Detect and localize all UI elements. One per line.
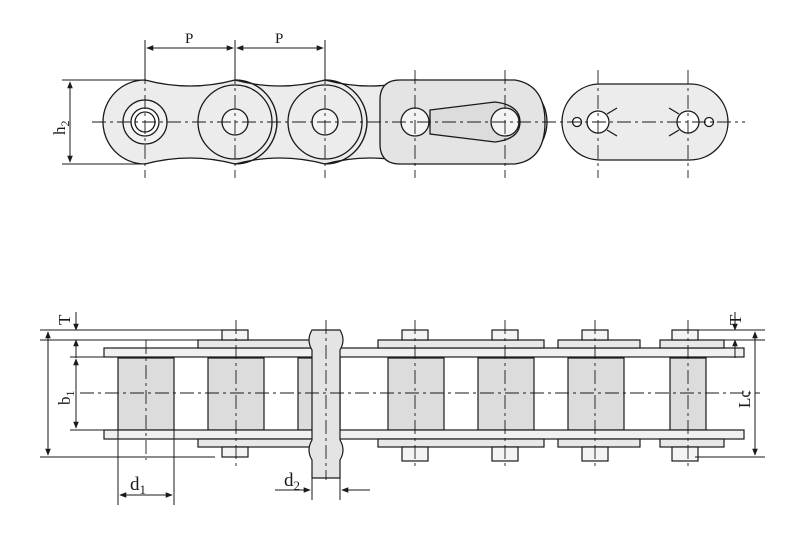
- inner-plate-top: [103, 347, 745, 358]
- pitch-label-2: P: [275, 31, 283, 47]
- pin-diameter-label: d2: [284, 470, 300, 493]
- top-view: [102, 79, 729, 165]
- roller-6: [567, 357, 625, 431]
- pin-head-1-top: [221, 329, 249, 341]
- outer-plate-2-bot: [377, 438, 545, 448]
- roller-4: [387, 357, 445, 431]
- bottom-view: [103, 329, 745, 479]
- outer-plate-3-bot: [557, 438, 641, 448]
- pitch-label-1: P: [185, 31, 193, 47]
- top-dimensions: [62, 40, 326, 165]
- roller-diameter-label: d1: [130, 474, 146, 497]
- top-centerlines: [92, 70, 745, 178]
- inner-plate-bottom: [103, 429, 745, 440]
- pin-head-1-bot: [221, 446, 249, 458]
- roller-2: [207, 357, 265, 431]
- bottom-centerlines: [80, 320, 760, 480]
- link-height-label: h2: [50, 121, 72, 136]
- pin-head-7-bot: [671, 446, 699, 462]
- inner-width-label: b1: [55, 391, 77, 406]
- outer-plate-4-bot: [659, 438, 725, 448]
- outer-plate-4-top: [659, 339, 725, 349]
- plate-thickness-label-left: T: [55, 314, 74, 325]
- roller-5: [477, 357, 535, 431]
- roller-7: [669, 357, 707, 431]
- outer-plate-3-top: [557, 339, 641, 349]
- cotter-leg-right: [668, 107, 680, 137]
- plate-thickness-label-right: T: [726, 314, 745, 325]
- bottom-dimensions: [40, 312, 765, 505]
- cotter-leg-left: [606, 107, 618, 137]
- outer-plate-2-top: [377, 339, 545, 349]
- pin-head-7-top: [671, 329, 699, 341]
- pin-length-label: Lc: [735, 390, 754, 408]
